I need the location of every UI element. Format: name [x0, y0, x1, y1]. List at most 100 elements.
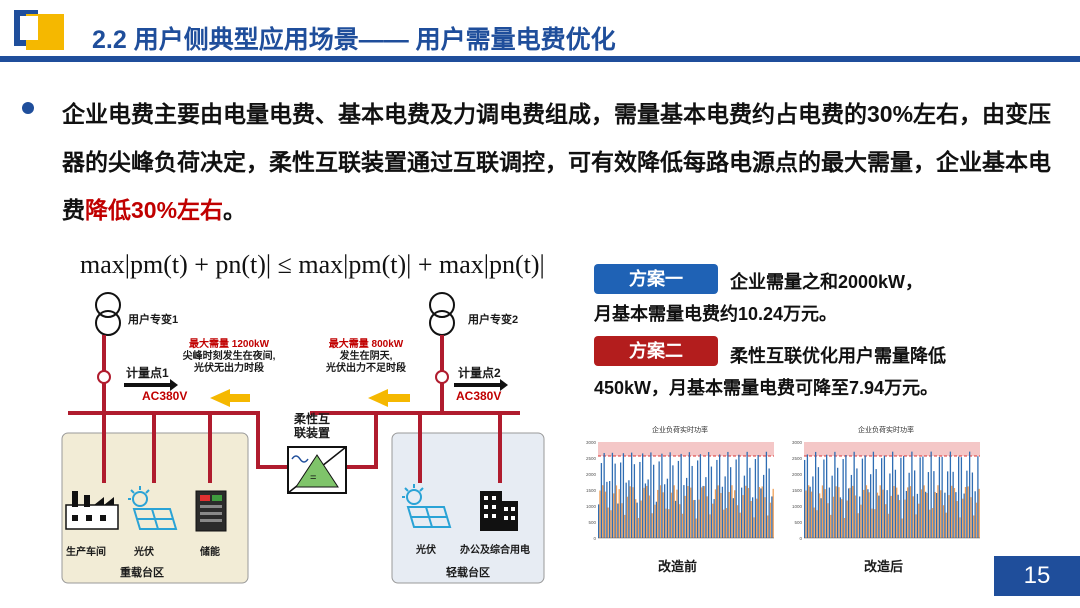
pv-bar — [874, 509, 876, 538]
note-1: 最大需量 1200kW 尖峰时刻发生在夜间, 光伏无出力时段 — [178, 339, 280, 375]
bullet-dot — [22, 102, 34, 114]
pv-bar — [805, 490, 807, 538]
pv-bar — [662, 492, 664, 538]
load-bar — [768, 468, 770, 538]
load-bar — [655, 501, 658, 538]
pv-bar — [761, 486, 763, 538]
load-bar — [837, 467, 839, 538]
load-bar — [933, 471, 935, 538]
load-bar — [944, 492, 946, 538]
load-bar — [611, 452, 614, 538]
pv-bar — [893, 486, 895, 538]
transformer-2-label: 用户专变2 — [468, 314, 519, 326]
load-label-pv-heavy: 光伏 — [134, 547, 154, 558]
office-building-icon — [480, 491, 518, 531]
transformer-1-icon — [95, 292, 121, 336]
load-bar — [620, 462, 622, 538]
light-zone-label: 轻载台区 — [446, 567, 490, 579]
meter-1-arrow-icon — [124, 379, 178, 391]
load-bar — [749, 467, 751, 538]
pv-bar — [665, 508, 667, 538]
load-bar — [757, 455, 759, 538]
load-bar — [977, 456, 979, 538]
load-bar — [675, 500, 677, 538]
bullet-paragraph: 企业电费主要由电量电费、基本电费及力调电费组成，需量基本电费约占电费的30%左右… — [62, 90, 1052, 234]
pv-bar — [657, 489, 659, 538]
plan-1-tag: 方案一 — [594, 264, 718, 294]
load-bar — [600, 463, 603, 538]
pv-bar — [912, 496, 914, 538]
pv-bar — [882, 489, 884, 538]
pv-bar — [739, 512, 741, 538]
load-bar — [925, 491, 927, 538]
solar-panel-light-icon — [402, 484, 452, 528]
load-bar — [958, 456, 960, 538]
pv-bar — [670, 492, 673, 538]
load-bar — [680, 453, 682, 538]
pv-bar — [871, 508, 873, 538]
pv-bar — [709, 514, 711, 538]
plan-1-line2: 月基本需量电费约10.24万元。 — [594, 304, 838, 324]
load-bar — [930, 451, 932, 538]
pv-bar — [687, 486, 689, 538]
peak-band — [598, 442, 774, 456]
load-bar — [941, 456, 943, 538]
solar-panel-heavy-icon — [128, 486, 178, 530]
pv-bar — [926, 493, 928, 538]
pv-bar — [745, 485, 747, 538]
meter-2-arrow-icon — [454, 379, 508, 391]
pv-bar — [604, 491, 607, 538]
note-1-title: 最大需量 1200kW — [188, 339, 270, 350]
load-bar — [688, 452, 691, 538]
pv-bar — [747, 488, 750, 538]
ac-label-1: AC380V — [142, 389, 188, 403]
flow-arrow-1-icon — [210, 389, 250, 407]
load-label-storage: 储能 — [200, 547, 220, 558]
pv-bar — [668, 509, 670, 538]
pv-bar — [810, 491, 813, 538]
pv-bar — [681, 513, 684, 538]
pv-bar — [964, 486, 967, 538]
load-bar — [760, 488, 762, 538]
peak-band — [804, 442, 980, 456]
pv-bar — [742, 495, 744, 538]
pv-bar — [821, 485, 824, 538]
pv-bar — [824, 489, 826, 538]
load-bar — [606, 481, 608, 538]
load-bar — [971, 472, 974, 538]
chart-title: 企业负荷实时功率 — [652, 425, 708, 434]
load-bar — [647, 479, 649, 538]
power-diagram: = — [61, 292, 545, 584]
meter-2-icon — [435, 370, 449, 384]
pv-bar — [813, 507, 815, 538]
load-bar — [809, 486, 811, 538]
pv-bar — [830, 514, 832, 538]
plan-1-line1: 企业需量之和2000kW， — [730, 272, 924, 292]
pv-bar — [918, 503, 920, 538]
note-1-line1: 尖峰时刻发生在夜间, — [182, 351, 276, 362]
pv-bar — [629, 486, 631, 538]
pv-bar — [607, 507, 609, 538]
load-bar — [661, 453, 663, 538]
pv-bar — [838, 487, 840, 538]
y-tick-label: 1500 — [586, 488, 597, 493]
load-bar — [875, 469, 877, 538]
y-tick-label: 0 — [799, 536, 802, 541]
load-bar — [697, 460, 699, 538]
plan-2-tag: 方案二 — [594, 336, 718, 366]
y-tick-label: 2000 — [586, 472, 597, 477]
pv-bar — [714, 489, 717, 538]
pv-bar — [819, 493, 821, 538]
load-bar — [738, 454, 740, 538]
pv-bar — [876, 492, 879, 538]
pv-bar — [843, 517, 846, 538]
pv-bar — [615, 485, 618, 538]
load-bar — [666, 478, 669, 538]
pv-bar — [690, 487, 692, 538]
load-bar — [724, 476, 726, 538]
pv-bar — [945, 512, 947, 538]
pv-bar — [613, 493, 615, 538]
load-bar — [603, 452, 605, 538]
load-bar — [669, 452, 671, 538]
load-bar — [955, 492, 957, 538]
